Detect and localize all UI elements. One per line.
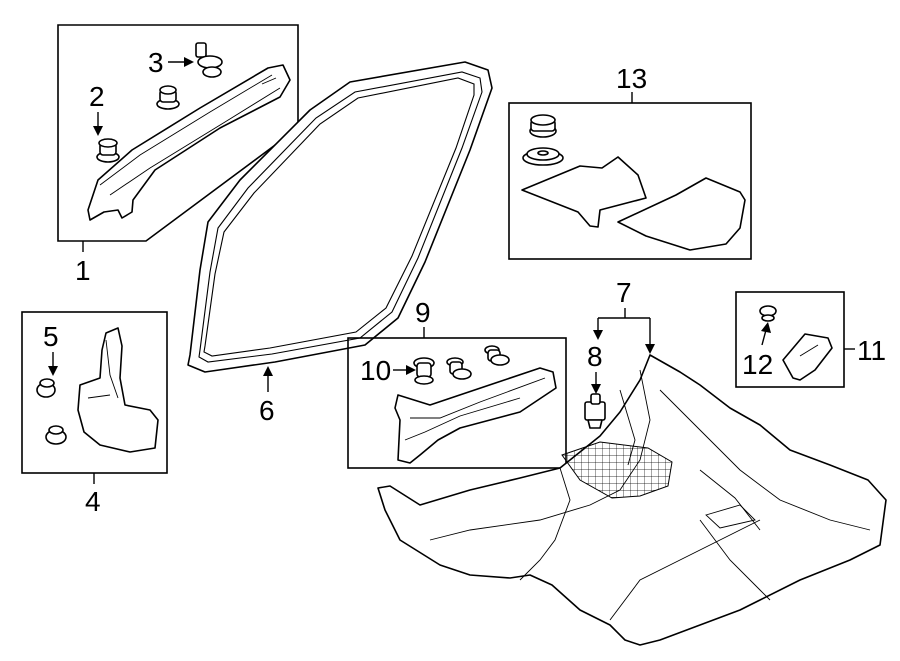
- clip-part-2b: [156, 85, 180, 110]
- callout-12: 12: [742, 349, 773, 380]
- mat-clip-part: [529, 114, 557, 138]
- callout-13: 13: [616, 63, 647, 94]
- door-weatherstrip-part: [187, 61, 493, 373]
- floor-carpet-part: [377, 354, 887, 646]
- callout-2: 2: [89, 81, 105, 112]
- callout-box-13: [508, 102, 752, 260]
- callout-box-9: [347, 337, 567, 469]
- a-pillar-trim-part: [87, 64, 291, 221]
- kick-panel-part: [77, 327, 159, 453]
- clip-part-2: [96, 138, 120, 163]
- group-bracket: [735, 291, 855, 388]
- callout-7: 7: [616, 277, 632, 308]
- clip-part-5: [36, 378, 56, 398]
- callout-10: 10: [360, 355, 391, 386]
- group-kick-panel: [21, 311, 168, 484]
- clip-part-8: [584, 393, 606, 429]
- clip-part-3: [195, 42, 223, 78]
- bracket-part-11: [782, 333, 833, 381]
- clip-part-10b: [446, 357, 472, 380]
- callout-3: 3: [148, 47, 164, 78]
- clip-part-10c: [484, 345, 510, 366]
- group-floor-mats: [508, 92, 752, 260]
- group-sill-trim: [347, 327, 567, 469]
- callout-box-11: [735, 291, 845, 388]
- group-a-pillar-trim: [57, 24, 299, 252]
- callout-9: 9: [415, 297, 431, 328]
- callout-6: 6: [259, 395, 275, 426]
- callout-1: 1: [75, 255, 91, 286]
- clip-part-12: [759, 305, 777, 322]
- rear-floor-mat-part: [617, 177, 746, 251]
- callout-box-1: [57, 24, 299, 242]
- callout-5: 5: [43, 321, 59, 352]
- clip-part-10: [413, 357, 435, 385]
- callout-leaders: [48, 57, 771, 394]
- callout-4: 4: [85, 486, 101, 517]
- front-floor-mat-part: [521, 156, 647, 228]
- mat-anchor-part: [522, 147, 564, 166]
- clip-part-5b: [45, 425, 67, 445]
- sill-trim-part: [394, 367, 557, 464]
- callout-8: 8: [587, 341, 603, 372]
- callout-11: 11: [857, 335, 886, 366]
- callout-labels: 1 2 3 4 5 6 7 8 9 10 11 12 13: [43, 47, 886, 517]
